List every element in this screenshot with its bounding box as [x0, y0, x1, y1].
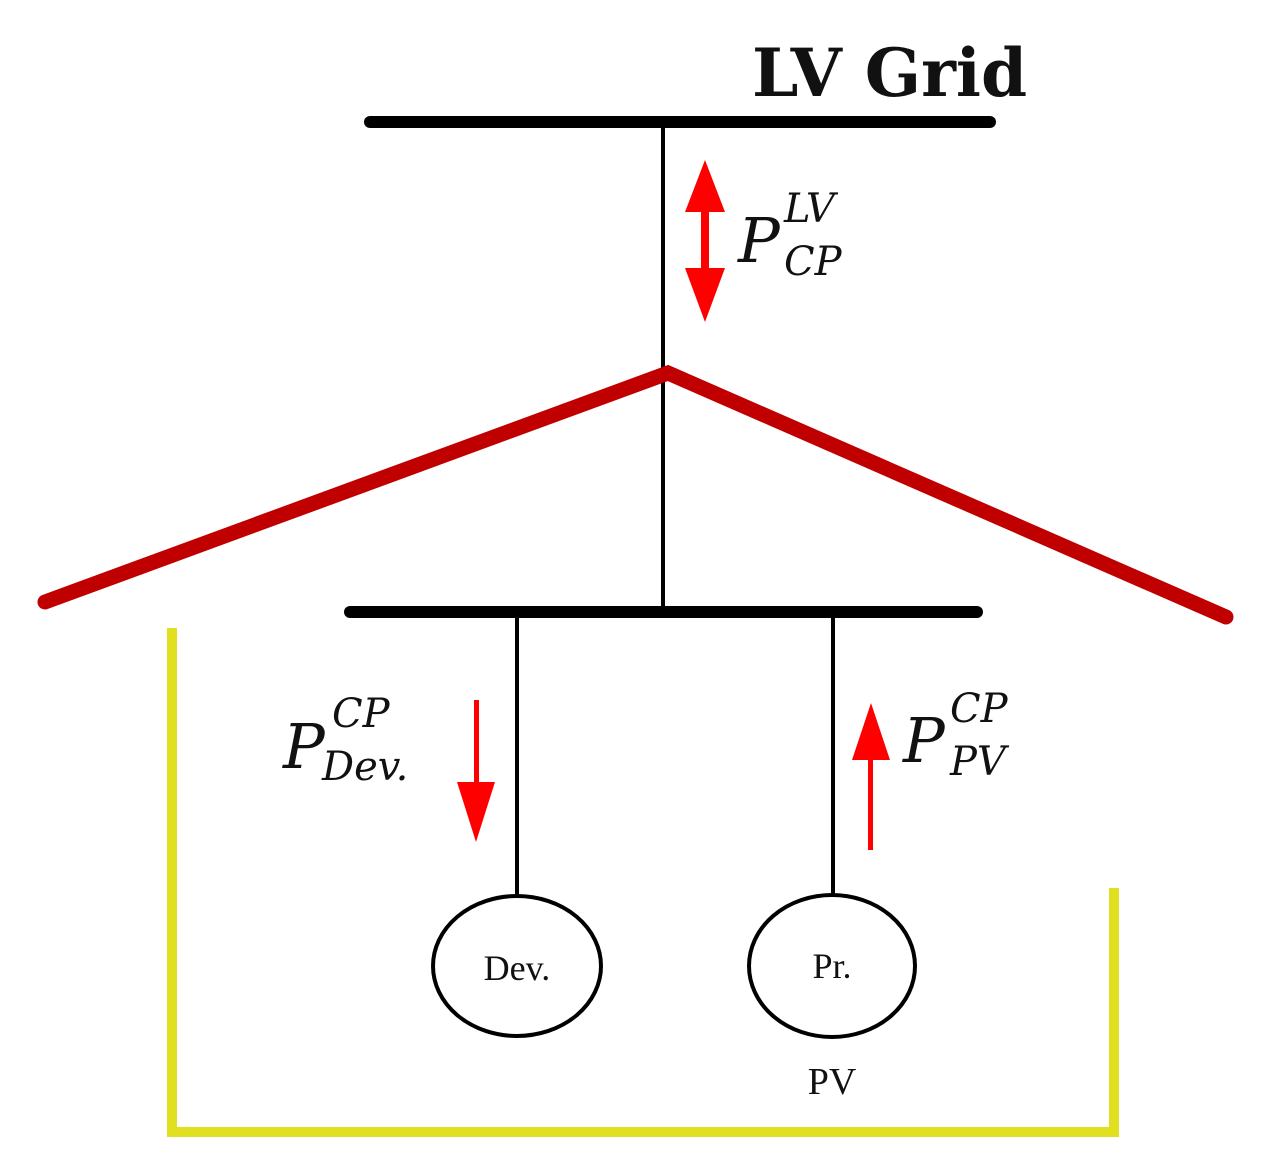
pv-arrow-shaft: [868, 758, 873, 850]
device-flow-superscript: CP: [332, 691, 391, 737]
arrow-up-head: [685, 160, 725, 212]
device-flow-subscript: Dev.: [321, 744, 408, 790]
producer-node-circle: [747, 893, 917, 1039]
house-roof: [37, 364, 1234, 625]
device-arrow-head: [457, 782, 495, 842]
house-walls: [167, 628, 1119, 1137]
producer-node: Pr. PV: [747, 893, 917, 1103]
pv-flow-label: P CP PV: [902, 686, 1010, 785]
producer-node-label: Pr.: [812, 946, 851, 986]
device-node-circle: [431, 894, 603, 1038]
pv-flow-subscript: PV: [949, 739, 1010, 785]
pv-flow-symbol: P: [902, 704, 946, 777]
arrow-down-head: [685, 268, 725, 322]
grid-flow-subscript: CP: [784, 239, 843, 285]
device-flow-symbol: P: [282, 710, 326, 783]
pv-flow-arrow: [852, 703, 890, 850]
diagram-title: LV Grid: [752, 34, 1027, 112]
arrow-shaft: [701, 210, 709, 270]
device-arrow-shaft: [474, 700, 479, 786]
pv-arrow-head: [852, 703, 890, 760]
device-flow-label: P CP Dev.: [282, 691, 408, 790]
producer-caption: PV: [808, 1061, 857, 1103]
device-flow-arrow: [457, 700, 495, 842]
pv-flow-superscript: CP: [950, 686, 1009, 732]
grid-flow-label: P LV CP: [737, 186, 843, 285]
grid-exchange-arrow: [685, 160, 725, 322]
device-node-label: Dev.: [484, 948, 551, 988]
device-node: Dev.: [431, 894, 603, 1038]
grid-flow-superscript: LV: [783, 186, 839, 232]
grid-flow-symbol: P: [737, 204, 781, 277]
